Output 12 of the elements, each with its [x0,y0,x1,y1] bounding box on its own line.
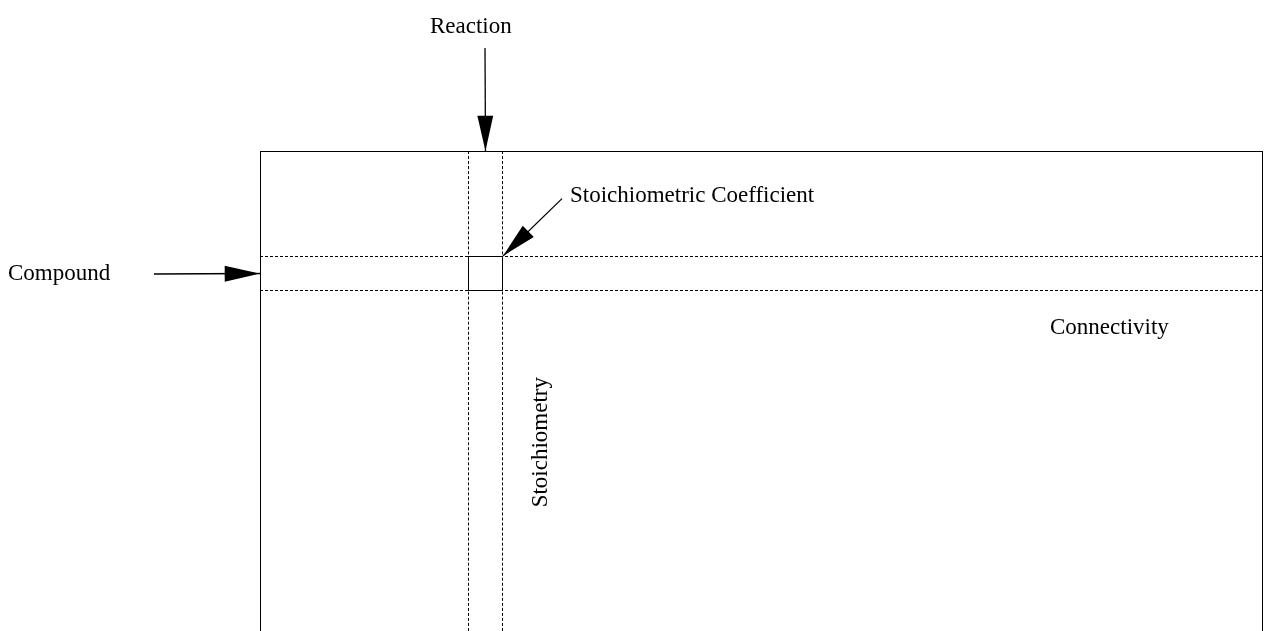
row-band [260,256,1263,291]
arrow [502,197,563,257]
matrix-outline [260,151,1263,631]
arrow [153,265,261,282]
compound-label: Compound [8,261,148,287]
axis-label: Stoichiometry [528,377,551,508]
column-band [468,151,503,631]
reaction-label: Reaction [430,14,540,42]
axis-label: Connectivity [1050,315,1169,338]
arrow [477,47,494,152]
matrix-cell [468,256,503,291]
coefficient-label: Stoichiometric Coefficient [570,183,870,209]
